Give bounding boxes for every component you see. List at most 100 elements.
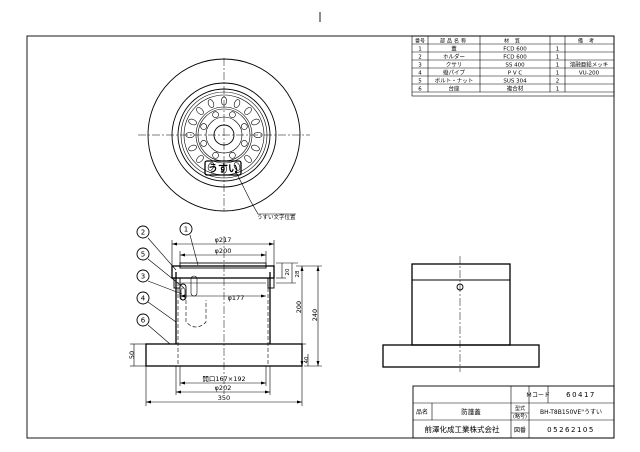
table-cell-no: 5 — [418, 79, 422, 85]
balloon-3: 3 — [141, 273, 145, 281]
balloon-5: 5 — [141, 251, 145, 259]
table-header-material: 材質 — [504, 38, 526, 45]
table-cell-note: VU-200 — [579, 71, 600, 77]
side-base — [382, 344, 540, 368]
balloon-6: 6 — [141, 317, 146, 325]
lid-hole — [241, 123, 248, 130]
lid-hole — [200, 123, 207, 130]
table-header-name: 部品名称 — [440, 38, 468, 45]
section-dimensions — [130, 240, 322, 406]
table-cell-name: ホルダー — [443, 53, 465, 61]
lid-slot — [253, 132, 263, 138]
dim-height-200: 200 — [295, 301, 303, 313]
table-cell-qty: 1 — [556, 55, 560, 61]
table-cell-note: 溶融亜鉛メッキ — [570, 61, 609, 69]
table-cell-no: 1 — [418, 47, 422, 53]
table-cell-no: 4 — [418, 71, 422, 77]
lid-text-panel — [204, 160, 242, 176]
table-cell-qty: 1 — [556, 87, 560, 93]
dimension-arrows — [146, 242, 320, 404]
title-block: Ｍコード 60417 品名 防護蓋 型式 (略号) BH-T8B150VE"うす… — [412, 385, 615, 439]
lid-hole — [229, 152, 236, 159]
dim-lid-h2: 28 — [295, 270, 301, 277]
dim-lid-width: φ200 — [215, 247, 232, 255]
lid-slot — [196, 155, 204, 163]
dim-top-width: φ217 — [215, 236, 232, 244]
dim-pipe-width: φ202 — [215, 384, 232, 392]
model-label-1: 型式 — [515, 405, 525, 412]
table-cell-material: 複合材 — [507, 85, 524, 93]
table-cell-material: SUS 304 — [503, 79, 527, 85]
lid-hole — [241, 140, 248, 147]
table-header-note: 備考 — [578, 38, 600, 45]
table-cell-name: 縦パイプ — [443, 69, 466, 77]
m-code-value: 60417 — [566, 391, 596, 399]
parts-table: 番号 部品名称 材質 備考 — [411, 35, 615, 97]
dim-base-height: 50 — [128, 351, 136, 359]
lid-slot — [244, 107, 252, 115]
m-code-label: Ｍコード — [526, 392, 550, 399]
table-header-no: 番号 — [415, 38, 425, 45]
section-view — [145, 236, 303, 394]
dim-opening: 開口167×192 — [202, 375, 245, 383]
lid-hole — [229, 111, 236, 118]
lid-outer-circle — [177, 88, 271, 182]
product-name-label: 品名 — [416, 408, 428, 416]
table-cell-material: FCD 600 — [503, 55, 527, 61]
drawing-no-label: 図番 — [514, 427, 526, 434]
table-cell-material: FCD 600 — [503, 47, 527, 53]
dim-height-240: 240 — [311, 309, 319, 321]
lid-slot — [196, 107, 204, 115]
lid-slot — [188, 118, 197, 126]
lid-hole — [212, 111, 219, 118]
table-cell-name: ボルト・ナット — [435, 77, 474, 85]
side-body — [411, 263, 511, 346]
lid-slot — [221, 164, 227, 174]
model-label-2: (略号) — [513, 413, 527, 420]
table-cell-qty: 2 — [556, 79, 560, 85]
lid-slot — [251, 144, 260, 152]
lid-hole — [212, 152, 219, 159]
dimension-labels: φ217 φ200 φ177 20 28 200 240 50 40 開口167… — [128, 236, 319, 402]
lettering-position-label: うすい文字位置 — [257, 213, 296, 221]
table-cell-qty: 1 — [556, 47, 560, 53]
section-lid — [179, 262, 267, 269]
lid-hole — [200, 140, 207, 147]
lid-slot — [188, 144, 197, 152]
table-cell-qty: 1 — [556, 63, 560, 69]
pipe-circle — [171, 82, 277, 188]
table-cell-no: 6 — [418, 87, 422, 93]
balloon-2: 2 — [141, 229, 145, 237]
lid-lettering: うすい — [208, 163, 238, 175]
part-balloons: 1 2 5 3 4 6 — [136, 222, 199, 345]
table-cell-qty: 1 — [556, 71, 560, 77]
lid-slot — [251, 118, 260, 126]
lid-slot — [233, 162, 241, 171]
drawing-frame — [26, 35, 615, 439]
product-name-value: 防護蓋 — [461, 407, 481, 416]
plan-view: うすい うすい文字位置 — [138, 58, 310, 221]
lid-slot — [233, 99, 241, 108]
drawing-no-value: 05262105 — [547, 426, 595, 434]
side-view — [382, 256, 540, 372]
balloon-4: 4 — [141, 295, 146, 303]
company-name: 前澤化成工業株式会社 — [425, 424, 500, 434]
dim-lid-h1: 20 — [285, 268, 291, 275]
lid-center-boss — [213, 124, 235, 146]
table-cell-no: 3 — [418, 63, 422, 69]
lid-slot — [207, 162, 215, 171]
side-bolt — [456, 283, 464, 291]
dim-inner-width: φ177 — [228, 294, 245, 302]
dim-base-width: 350 — [218, 394, 230, 402]
dim-bottom-height: 40 — [304, 356, 310, 363]
table-cell-name: 蓋 — [451, 45, 457, 53]
table-cell-material: SS 400 — [505, 63, 525, 69]
base-outer-circle — [147, 58, 301, 212]
table-cell-no: 2 — [418, 55, 422, 61]
lid-slot — [207, 99, 215, 108]
table-cell-material: P V C — [508, 71, 523, 77]
lid-slot — [185, 132, 195, 138]
lid-pattern-slots — [185, 96, 263, 174]
